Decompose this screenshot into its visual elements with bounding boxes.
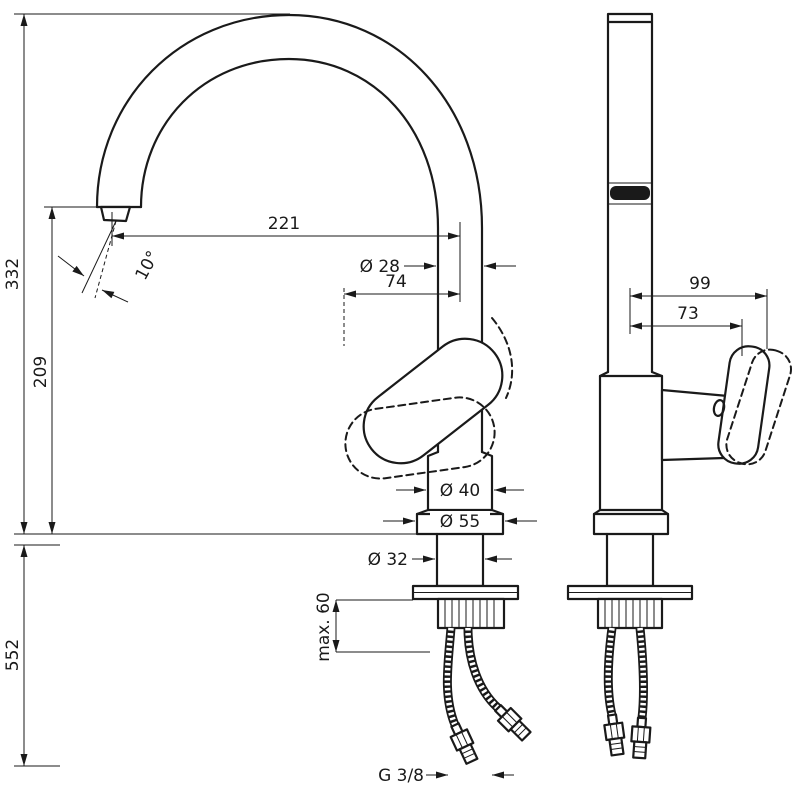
front-view <box>95 13 532 765</box>
dim-stream-angle-label: 10° <box>132 248 164 284</box>
dim-spout-height: 209 <box>31 206 100 534</box>
side-mounting-nut <box>596 597 664 630</box>
dim-connection-thread-label: G 3/8 <box>378 766 424 786</box>
dim-connection-thread: G 3/8 <box>378 766 514 786</box>
dim-max-deck-thickness-label: max. 60 <box>314 592 334 661</box>
spout-nozzle <box>99 205 132 223</box>
dim-side-handle-reach: 73 <box>630 304 743 356</box>
side-view <box>566 12 793 760</box>
front-nut-knurl <box>444 600 495 627</box>
dim-shank-diameter-label: Ø 32 <box>368 550 408 570</box>
dimensions: 332 209 552 221 10° Ø 28 <box>3 13 768 786</box>
side-handle-swing-dashed <box>725 348 793 466</box>
front-hose-connector-1 <box>449 722 479 765</box>
dim-stream-angle: 10° <box>57 220 164 303</box>
front-handle-swing-dashed <box>344 396 496 480</box>
side-nut-knurl <box>604 600 655 627</box>
dim-spout-diameter: Ø 28 <box>360 257 516 277</box>
dim-handle-offset-label: 74 <box>385 272 407 292</box>
dim-side-reach-label: 99 <box>689 274 711 294</box>
dim-base-diameter: Ø 55 <box>383 511 537 532</box>
side-hose-connector-1 <box>603 713 626 757</box>
side-shank <box>605 532 655 588</box>
dim-body-diameter: Ø 40 <box>396 480 524 501</box>
side-column <box>606 12 654 374</box>
dim-base-diameter-label: Ø 55 <box>440 512 480 532</box>
front-mounting-nut <box>436 597 506 630</box>
dim-below-deck-length: 552 <box>3 544 60 767</box>
dim-total-height-label: 332 <box>3 258 23 290</box>
dim-max-deck-thickness: max. 60 <box>314 592 430 662</box>
side-supply-hose-1 <box>603 627 617 717</box>
dim-side-reach: 99 <box>629 274 768 349</box>
spout-inner-outline <box>139 57 440 454</box>
dim-below-deck-length-label: 552 <box>3 639 23 671</box>
dim-spout-height-label: 209 <box>31 356 51 388</box>
side-outlet-lines <box>608 182 652 205</box>
front-hose-connector-2 <box>494 704 532 742</box>
dim-side-handle-reach-label: 73 <box>677 304 699 324</box>
side-hose-connector-2 <box>630 716 652 760</box>
dim-spout-diameter-label: Ø 28 <box>360 257 400 277</box>
side-body-steps <box>592 374 670 516</box>
dim-handle-offset: 74 <box>343 272 460 346</box>
dim-spout-reach: 221 <box>111 212 461 302</box>
front-body <box>415 450 505 536</box>
dim-total-height: 332 <box>3 13 417 535</box>
side-handle-button <box>712 399 726 417</box>
side-aerator <box>610 186 650 200</box>
front-shank <box>435 532 485 588</box>
dim-body-diameter-label: Ø 40 <box>440 481 480 501</box>
dim-spout-reach-label: 221 <box>268 214 300 234</box>
dim-shank-diameter: Ø 32 <box>368 550 512 570</box>
spout-outer-outline <box>95 13 484 454</box>
